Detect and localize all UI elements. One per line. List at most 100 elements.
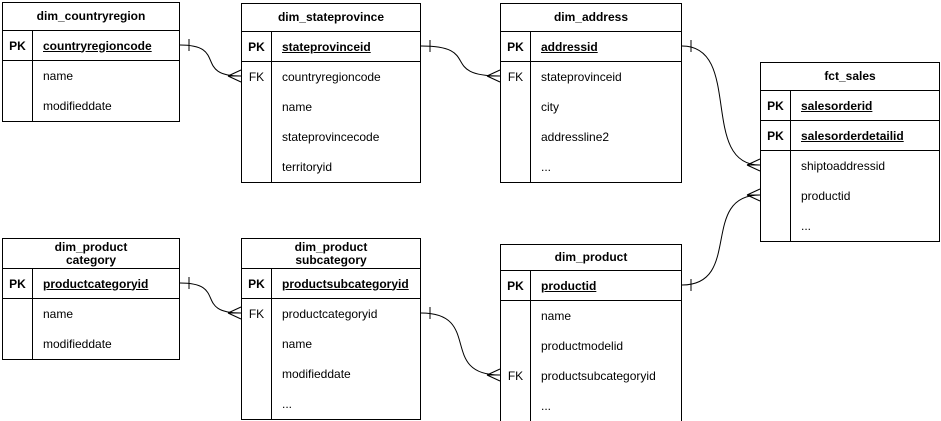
field-name: salesorderdetailid [801,128,904,143]
field-row-dim_productsubcategory-modifieddate[interactable]: modifieddate [242,359,420,389]
relationship-dim_product-fct_sales[interactable] [681,194,761,286]
field-name: salesorderid [801,98,873,113]
key-label: PK [3,269,33,298]
field-row-dim_countryregion-modifieddate[interactable]: modifieddate [3,91,179,121]
field-name: stateprovinceid [282,39,371,54]
key-label [761,181,791,211]
field-row-dim_productsubcategory-name[interactable]: name [242,329,420,359]
field-row-fct_sales-salesorderid[interactable]: PK salesorderid [761,91,939,121]
many-cardinality-marker [746,158,761,172]
field-name: name [282,100,313,114]
key-label [3,299,33,329]
key-label: PK [3,31,33,60]
many-cardinality-marker [227,69,242,83]
relationship-dim_productsubcategory-dim_product[interactable] [420,312,501,376]
field-name: productid [801,189,851,203]
field-row-fct_sales-ellipsis[interactable]: ... [761,211,939,241]
field-row-dim_countryregion-countryregioncode[interactable]: PK countryregioncode [3,31,179,61]
field-row-dim_productcategory-productcategoryid[interactable]: PK productcategoryid [3,269,179,299]
key-label: PK [242,32,272,61]
key-label [242,359,272,389]
field-row-dim_stateprovince-stateprovinceid[interactable]: PK stateprovinceid [242,32,420,62]
key-label [242,389,272,419]
field-name: productsubcategoryid [541,369,656,383]
key-label [761,151,791,181]
key-label [242,122,272,152]
key-label [3,61,33,91]
field-row-dim_product-productsubcategoryid[interactable]: FK productsubcategoryid [501,361,681,391]
field-row-fct_sales-salesorderdetailid[interactable]: PK salesorderdetailid [761,121,939,151]
field-name: modifieddate [43,337,112,351]
field-row-dim_product-ellipsis[interactable]: ... [501,391,681,421]
key-label [242,329,272,359]
field-name: city [541,100,559,114]
field-name: productmodelid [541,339,624,353]
field-name: countryregioncode [43,38,152,53]
key-label [501,301,531,331]
key-label [501,331,531,361]
relationship-dim_stateprovince-dim_address[interactable] [420,45,501,77]
relationship-dim_productcategory-dim_productsubcategory[interactable] [179,282,242,314]
field-row-dim_product-name[interactable]: name [501,301,681,331]
relationship-dim_countryregion-dim_stateprovince[interactable] [179,44,242,77]
key-label [501,92,531,122]
field-name: addressline2 [541,130,610,144]
key-label: PK [761,91,791,120]
field-row-dim_address-city[interactable]: city [501,92,681,122]
key-label [501,122,531,152]
field-row-fct_sales-productid[interactable]: productid [761,181,939,211]
field-name: stateprovinceid [541,70,622,84]
key-label: FK [242,62,272,92]
key-label: PK [501,32,531,61]
key-label [501,152,531,182]
field-row-dim_productsubcategory-productsubcategoryid[interactable]: PK productsubcategoryid [242,269,420,299]
entity-title-dim_productsubcategory: dim_product subcategory [242,239,420,269]
field-row-dim_stateprovince-territoryid[interactable]: territoryid [242,152,420,182]
field-name: modifieddate [43,99,112,113]
field-row-dim_productcategory-name[interactable]: name [3,299,179,329]
key-label: FK [501,361,531,391]
field-row-fct_sales-shiptoaddressid[interactable]: shiptoaddressid [761,151,939,181]
field-name: ... [282,397,293,411]
field-row-dim_address-addressline2[interactable]: addressline2 [501,122,681,152]
field-row-dim_countryregion-name[interactable]: name [3,61,179,91]
key-label: FK [242,299,272,329]
field-row-dim_stateprovince-name[interactable]: name [242,92,420,122]
key-label [242,92,272,122]
field-row-dim_product-productmodelid[interactable]: productmodelid [501,331,681,361]
field-row-dim_address-ellipsis[interactable]: ... [501,152,681,182]
field-name: productsubcategoryid [282,276,409,291]
field-row-dim_address-addressid[interactable]: PK addressid [501,32,681,62]
key-label: PK [761,121,791,150]
entity-title-dim_stateprovince: dim_stateprovince [242,4,420,32]
key-label: PK [242,269,272,298]
field-name: territoryid [282,160,333,174]
relationship-dim_address-fct_sales[interactable] [681,45,761,166]
field-name: name [43,69,74,83]
key-label [501,391,531,421]
field-row-dim_productsubcategory-ellipsis[interactable]: ... [242,389,420,419]
key-label: PK [501,271,531,300]
entity-title-dim_countryregion: dim_countryregion [3,3,179,31]
field-name: name [541,309,572,323]
field-name: productcategoryid [43,276,149,291]
field-row-dim_productcategory-modifieddate[interactable]: modifieddate [3,329,179,359]
field-name: shiptoaddressid [801,159,886,173]
field-row-dim_stateprovince-stateprovincecode[interactable]: stateprovincecode [242,122,420,152]
key-label [761,211,791,241]
field-name: addressid [541,39,598,54]
field-name: ... [541,160,552,174]
key-label [242,152,272,182]
